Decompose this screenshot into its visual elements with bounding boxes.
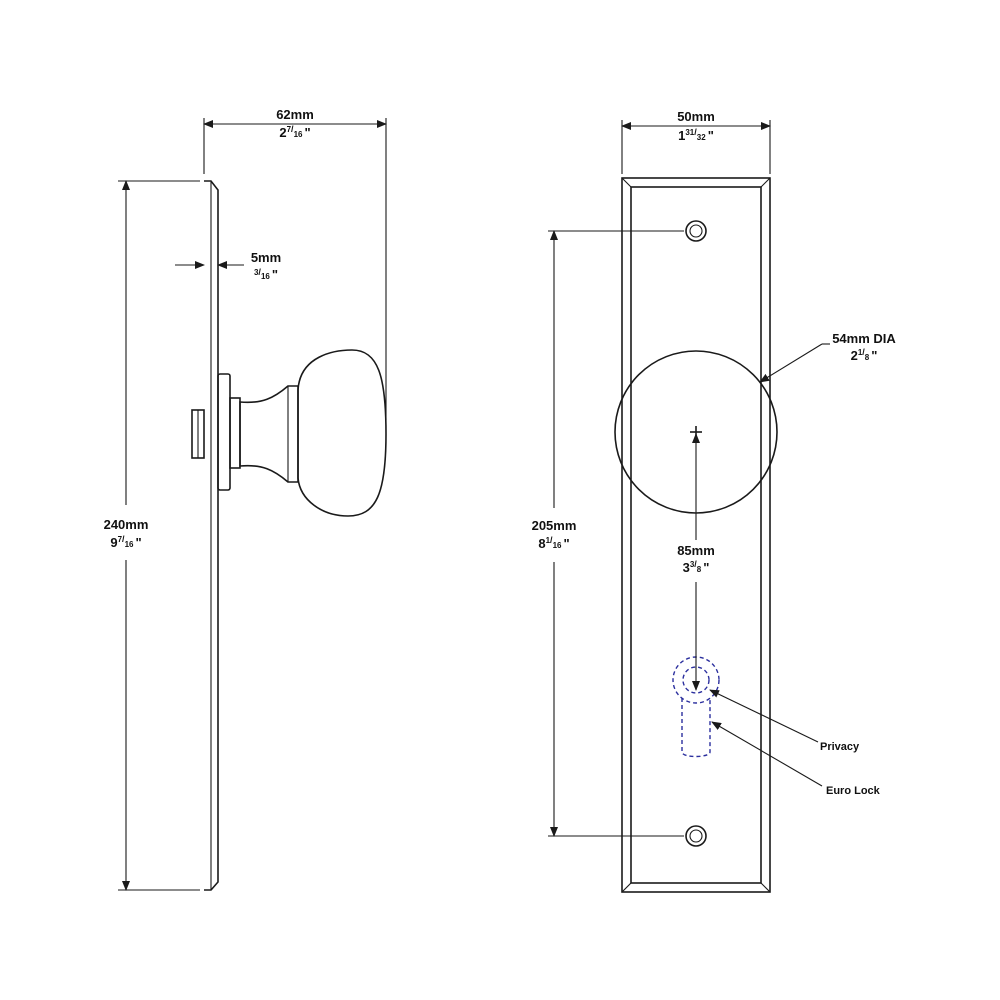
front-backplate-inner [630,186,762,884]
dim-85mm-inches: 33/8" [683,559,710,575]
privacy-leader [709,689,819,743]
side-backplate [204,180,219,891]
screw-hole-bottom [685,825,707,847]
euro-lock-leader [711,721,823,787]
dim-50mm-label: 50mm [677,109,715,124]
rose-side [217,373,231,491]
euro-lock-label: Euro Lock [826,785,881,797]
privacy-cutout [682,666,710,694]
front-dimensions: 50mm 131/32" 54mm DIA 21/8" 205mm 81/16"… [532,109,896,837]
side-view [191,180,387,891]
dim-50mm-inches: 131/32" [678,127,714,143]
privacy-label: Privacy [820,741,860,753]
front-backplate-outer [621,177,771,893]
dim-62mm-inches: 27/16" [279,124,310,140]
collar-side [229,397,241,469]
dim-85mm-label: 85mm [677,543,715,558]
dim-54mm-inches: 21/8" [851,347,878,363]
dim-205mm-inches: 81/16" [538,535,569,551]
dim-5mm-inches: 3/16" [254,267,278,282]
side-dimensions: 62mm 27/16" 5mm 3/16" 240mm 97/16" [104,107,387,891]
dim-62mm-label: 62mm [276,107,314,122]
dim-5mm-label: 5mm [251,250,281,265]
screw-hole-top [685,220,707,242]
dim-205mm-label: 205mm [532,518,577,533]
dim-240mm-inches: 97/16" [110,534,141,550]
dim-54mm-label: 54mm DIA [832,331,896,346]
knob-head-side [297,349,387,517]
dim-240mm-label: 240mm [104,517,149,532]
knob-neck-side [239,385,299,483]
